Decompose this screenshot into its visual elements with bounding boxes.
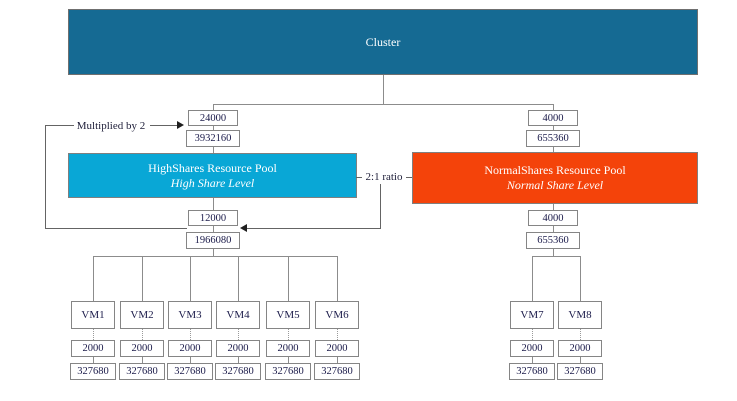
vm-reservation-box: 327680: [119, 363, 165, 380]
cluster-label: Cluster: [365, 34, 401, 49]
connector: [288, 357, 289, 363]
multiplied-label: Multiplied by 2: [74, 119, 148, 132]
multiplied-arrow-shaft: [150, 125, 177, 126]
cluster-box: Cluster: [68, 9, 698, 75]
connector: [238, 357, 239, 363]
connector: [337, 256, 338, 301]
ratio-tick-right: [406, 177, 412, 178]
connector: [580, 357, 581, 363]
vm-shares-box: 2000: [315, 340, 359, 357]
connector: [553, 249, 554, 256]
ratio-label: 2:1 ratio: [362, 170, 406, 184]
ratio-tick-left: [356, 177, 362, 178]
connector: [238, 256, 239, 301]
connector-dashed: [190, 329, 191, 340]
connector: [190, 256, 191, 301]
vm-shares-box: 2000: [558, 340, 602, 357]
vm-box: VM2: [120, 301, 164, 329]
vm-reservation-box: 327680: [70, 363, 116, 380]
connector: [337, 357, 338, 363]
vm-reservation-box: 327680: [167, 363, 213, 380]
connector-dashed: [288, 329, 289, 340]
connector: [532, 256, 533, 301]
connector: [213, 147, 214, 153]
normal-pool-title: NormalShares Resource Pool: [484, 163, 626, 177]
connector: [553, 226, 554, 232]
connector: [93, 256, 94, 301]
connector-dashed: [337, 329, 338, 340]
connector-right-branch-drop: [553, 104, 554, 111]
connector: [213, 249, 214, 256]
connector-normal-vm-horizontal: [532, 256, 581, 257]
vm-box: VM4: [216, 301, 260, 329]
high-bottom-reservation-box: 1966080: [186, 232, 240, 249]
connector-high-vm-horizontal: [93, 256, 338, 257]
connector: [580, 256, 581, 301]
high-bottom-shares-box: 12000: [188, 210, 238, 226]
normal-top-shares-box: 4000: [528, 110, 578, 126]
connector: [213, 198, 214, 210]
multiplied-bracket-vertical: [45, 125, 46, 229]
connector: [553, 126, 554, 131]
connector: [213, 226, 214, 232]
normal-bottom-shares-box: 4000: [528, 210, 578, 226]
connector: [213, 126, 214, 131]
vm-box: VM7: [510, 301, 554, 329]
connector: [190, 357, 191, 363]
connector: [142, 357, 143, 363]
vm-box: VM6: [315, 301, 359, 329]
arrow-left-icon: [240, 224, 247, 232]
vm-reservation-box: 327680: [509, 363, 555, 380]
high-pool-title: HighShares Resource Pool: [148, 160, 277, 175]
vm-shares-box: 2000: [71, 340, 115, 357]
high-top-shares-box: 24000: [188, 110, 238, 126]
vm-reservation-box: 327680: [265, 363, 311, 380]
vm-shares-box: 2000: [266, 340, 310, 357]
connector-cluster-drop: [383, 75, 384, 104]
connector-dashed: [532, 329, 533, 340]
connector: [553, 147, 554, 152]
vm-shares-box: 2000: [510, 340, 554, 357]
connector: [142, 256, 143, 301]
connector-branch-horizontal: [213, 104, 554, 105]
connector: [553, 204, 554, 210]
multiplied-bracket-horizontal: [45, 228, 187, 229]
vm-shares-box: 2000: [120, 340, 164, 357]
connector-dashed: [580, 329, 581, 340]
multiplied-line-left: [45, 125, 74, 126]
connector-left-branch-drop: [213, 104, 214, 111]
connector: [532, 357, 533, 363]
connector-dashed: [142, 329, 143, 340]
vm-box: VM3: [168, 301, 212, 329]
vm-shares-box: 2000: [168, 340, 212, 357]
arrow-right-icon: [177, 121, 184, 129]
ratio-line-horizontal: [247, 228, 381, 229]
vm-box: VM8: [558, 301, 602, 329]
high-top-reservation-box: 3932160: [186, 130, 240, 147]
vm-shares-box: 2000: [216, 340, 260, 357]
normal-shares-pool-box: NormalShares Resource Pool Normal Share …: [412, 152, 698, 204]
vm-box: VM5: [266, 301, 310, 329]
normal-top-reservation-box: 655360: [526, 130, 580, 147]
vm-box: VM1: [71, 301, 115, 329]
high-pool-subtitle: High Share Level: [170, 175, 255, 190]
vm-reservation-box: 327680: [557, 363, 603, 380]
vm-reservation-box: 327680: [314, 363, 360, 380]
ratio-line-vertical: [380, 184, 381, 228]
connector-dashed: [238, 329, 239, 340]
normal-pool-subtitle: Normal Share Level: [506, 178, 604, 192]
connector: [93, 357, 94, 363]
vm-reservation-box: 327680: [215, 363, 261, 380]
connector: [288, 256, 289, 301]
connector-dashed: [93, 329, 94, 340]
normal-bottom-reservation-box: 655360: [526, 232, 580, 249]
high-shares-pool-box: HighShares Resource Pool High Share Leve…: [68, 153, 357, 198]
